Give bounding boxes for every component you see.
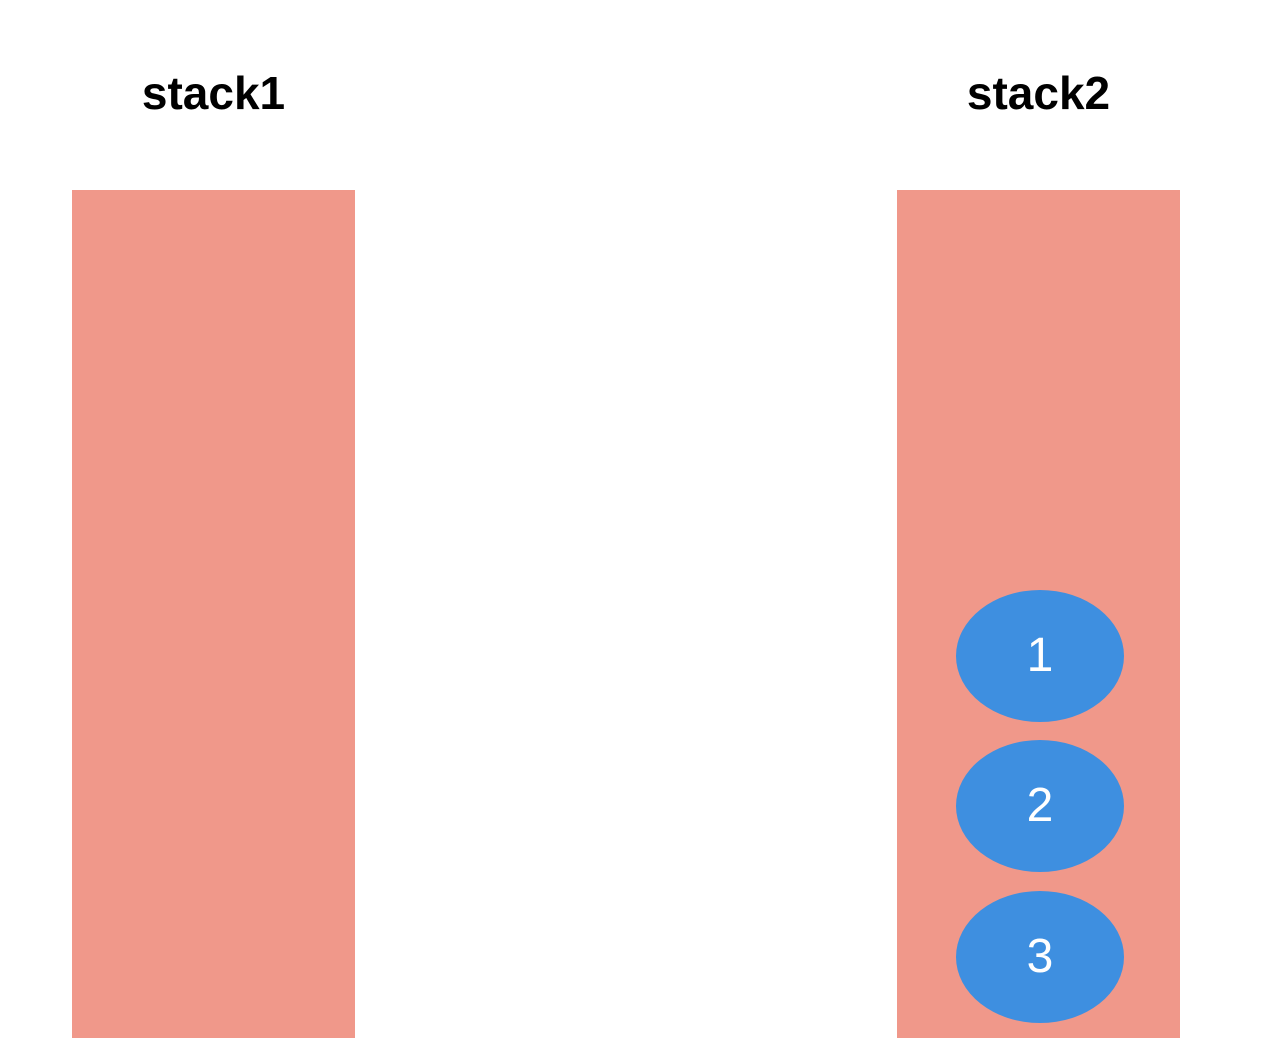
stack1-title: stack1 (141, 67, 286, 119)
stack2-title: stack2 (966, 67, 1111, 119)
stack2-item-2: 2 (956, 740, 1124, 872)
stack2-item-1: 1 (956, 590, 1124, 722)
stack1-rect (72, 190, 355, 1038)
stack2-item-3: 3 (956, 891, 1124, 1023)
stack1: stack1 (72, 0, 355, 1056)
stack2: stack2 1 2 3 (897, 0, 1180, 1056)
stack2-rect: 1 2 3 (897, 190, 1180, 1038)
